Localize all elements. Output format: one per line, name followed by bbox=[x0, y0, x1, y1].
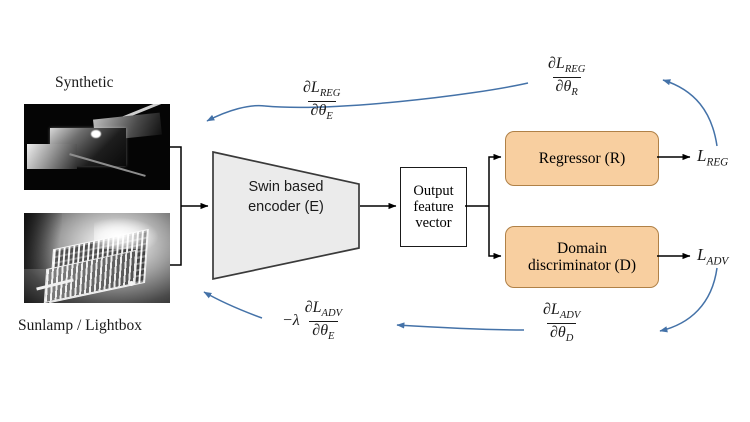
adv-loss-symbol: L bbox=[697, 245, 707, 264]
reg-r-num-L: L bbox=[555, 55, 565, 72]
adv-enc-den-partial: ∂ bbox=[312, 321, 321, 339]
adv-loss-subscript: ADV bbox=[706, 255, 729, 268]
domain-discriminator-box: Domain discriminator (D) bbox=[505, 226, 659, 288]
regression-loss-label: LREG bbox=[697, 146, 728, 168]
adv-gradient-to-encoder-arrow bbox=[203, 291, 263, 319]
reg-r-num-partial: ∂ bbox=[548, 55, 556, 72]
synthetic-input-label: Synthetic bbox=[55, 74, 114, 91]
reg-loss-subscript: REG bbox=[706, 156, 729, 169]
adv-d-num-sub: ADV bbox=[559, 310, 581, 322]
feature-vector-line3: vector bbox=[415, 215, 452, 232]
adv-enc-den-theta: θ bbox=[320, 321, 329, 339]
regressor-label: Regressor (R) bbox=[538, 149, 626, 167]
reg-r-den-sub: R bbox=[571, 86, 578, 98]
adv-enc-num-L: L bbox=[312, 299, 322, 316]
discriminator-label-line2: discriminator (D) bbox=[527, 257, 637, 274]
swin-encoder-shape bbox=[212, 150, 360, 281]
real-image-marker-dot bbox=[129, 281, 135, 287]
adv-loss-to-discriminator-gradient-arc bbox=[659, 267, 718, 333]
adv-d-den-sub: D bbox=[565, 332, 574, 344]
encoder-label-line2: encoder (E) bbox=[248, 198, 324, 215]
output-feature-vector-box: Output feature vector bbox=[400, 167, 467, 247]
reg-loss-to-regressor-gradient-arc bbox=[662, 79, 718, 147]
adv-enc-lambda-prefix: −λ bbox=[282, 312, 300, 330]
synthetic-image-specular-highlight bbox=[91, 129, 102, 138]
input-merge-bracket bbox=[170, 146, 209, 266]
reg-enc-num-sub: REG bbox=[319, 88, 341, 100]
adv-d-den-partial: ∂ bbox=[549, 323, 558, 341]
reg-r-den-partial: ∂ bbox=[555, 77, 564, 95]
gradient-reg-regressor-expression: ∂LREG ∂θR bbox=[545, 56, 588, 99]
gradient-adv-encoder-expression: −λ ∂LADV ∂θE bbox=[282, 300, 345, 343]
synthetic-input-image bbox=[24, 104, 170, 190]
reg-loss-symbol: L bbox=[697, 146, 707, 165]
adv-gradient-bottom-path bbox=[396, 322, 525, 331]
gradient-adv-discriminator-expression: ∂LADV ∂θD bbox=[540, 302, 583, 345]
feature-vector-line1: Output bbox=[413, 182, 454, 199]
adv-d-den-theta: θ bbox=[557, 323, 566, 341]
adv-enc-num-partial: ∂ bbox=[304, 299, 313, 316]
reg-enc-den-partial: ∂ bbox=[310, 101, 319, 119]
adversarial-loss-label: LADV bbox=[697, 245, 728, 267]
encoder-label-line1: Swin based bbox=[248, 179, 324, 195]
gradient-reg-encoder-expression: ∂LREG ∂θE bbox=[300, 80, 343, 123]
real-image-lamp-flare bbox=[94, 218, 159, 249]
adv-enc-num-sub: ADV bbox=[321, 308, 343, 320]
adv-d-num-L: L bbox=[550, 301, 560, 318]
reg-r-den-theta: θ bbox=[563, 77, 572, 95]
reg-enc-num-partial: ∂ bbox=[303, 79, 311, 96]
reg-enc-den-theta: θ bbox=[318, 101, 327, 119]
reg-gradient-to-encoder-arrow bbox=[206, 104, 266, 122]
reg-gradient-top-path bbox=[264, 82, 529, 109]
regressor-box: Regressor (R) bbox=[505, 131, 659, 186]
real-input-image bbox=[24, 213, 170, 303]
feature-vector-line2: feature bbox=[413, 198, 454, 215]
reg-r-num-sub: REG bbox=[564, 64, 586, 76]
feature-to-heads-arrows bbox=[465, 153, 502, 260]
reg-enc-num-L: L bbox=[310, 79, 320, 96]
synthetic-image-panel-lower bbox=[26, 143, 77, 170]
reg-enc-den-sub: E bbox=[326, 110, 333, 122]
discriminator-label-line1: Domain bbox=[557, 239, 607, 257]
adv-d-num-partial: ∂ bbox=[543, 301, 551, 318]
adv-enc-den-sub: E bbox=[328, 330, 335, 342]
encoder-label: Swin based encoder (E) bbox=[218, 178, 354, 217]
real-input-label: Sunlamp / Lightbox bbox=[18, 317, 142, 334]
